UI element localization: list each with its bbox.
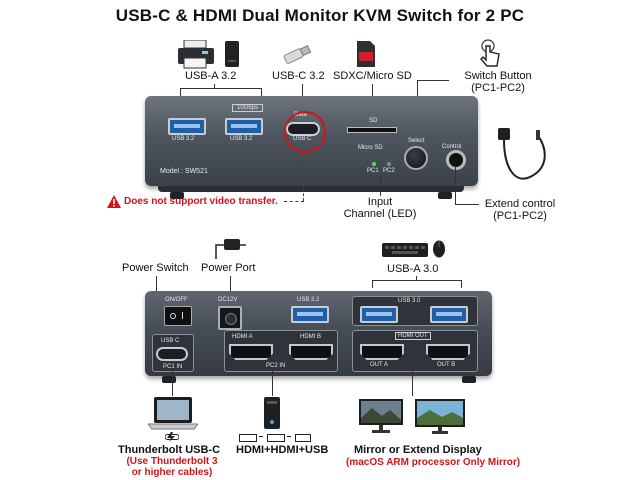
- speed-badge: 10Gbps: [232, 104, 264, 112]
- keyboard-icon: [382, 243, 428, 257]
- input-leader: [380, 176, 381, 196]
- front-foot-left: [170, 192, 184, 199]
- warning-icon: [107, 195, 121, 208]
- usb-stick-icon: [283, 45, 312, 64]
- thunderbolt-note: (Use Thunderbolt 3 or higher cables): [126, 456, 218, 478]
- tb-leader: [172, 370, 173, 396]
- usbc-highlight-circle: [284, 111, 326, 153]
- input-channel-label: Input Channel (LED): [343, 196, 417, 220]
- pc1-in-label: PC1 IN: [163, 364, 183, 370]
- out-leader: [412, 370, 413, 396]
- power-port-leader: [230, 276, 231, 298]
- micro-sd-label: Micro SD: [358, 145, 383, 151]
- select-label: Select: [408, 138, 425, 144]
- pc-tower-icon: [264, 397, 280, 429]
- hdmi-hdmi-usb-label: HDMI+HDMI+USB: [236, 444, 329, 456]
- thunderbolt-title: Thunderbolt USB-C: [118, 444, 221, 456]
- extend-leader-h: [455, 204, 479, 205]
- back-usb32-port[interactable]: [291, 306, 329, 323]
- power-adapter-icon: [498, 128, 546, 180]
- hard-drive-icon: [225, 41, 239, 67]
- switch-button-label: Switch Button (PC1-PC2): [464, 70, 532, 94]
- pc1-led: [372, 162, 376, 166]
- mirror-extend-title: Mirror or Extend Display: [354, 444, 482, 456]
- hdmi-out-b-port[interactable]: [426, 344, 470, 360]
- model-label: Model : SW521: [160, 168, 208, 175]
- usba-bracket: [180, 88, 262, 97]
- power-switch-label: Power Switch: [122, 262, 189, 274]
- hdmi-a-label: HDMI A: [232, 334, 253, 340]
- power-adapter-small-icon: [215, 239, 246, 259]
- video-warning-text: Does not support video transfer.: [124, 196, 278, 207]
- hdmi-b-label: HDMI B: [300, 334, 321, 340]
- front-usbc-port[interactable]: [286, 122, 320, 136]
- warning-dashed-leader: [284, 201, 304, 202]
- pc2-leader: [272, 370, 273, 396]
- hdmi-out-a-port[interactable]: [360, 344, 404, 360]
- back-foot-right: [462, 376, 476, 383]
- extend-control-label: Extend control (PC1-PC2): [484, 198, 556, 222]
- usba30-label: USB-A 3.0: [387, 263, 439, 275]
- front-usbc-label: USB C: [293, 136, 312, 142]
- front-usb32-port-1[interactable]: [168, 118, 206, 135]
- mouse-icon: [433, 240, 445, 258]
- pc2-in-label: PC2 IN: [266, 363, 286, 369]
- control-label: Control: [442, 144, 462, 150]
- back-usbc-port[interactable]: [156, 347, 188, 361]
- hdmi-in-b-port[interactable]: [289, 344, 333, 360]
- power-switch[interactable]: [164, 306, 192, 326]
- sd-slot-label: SD: [369, 118, 378, 124]
- sd-label: SDXC/Micro SD: [333, 70, 412, 82]
- onoff-label: ON/OFF: [165, 297, 188, 303]
- warning-dashed-leader-v: [303, 150, 304, 201]
- select-button[interactable]: [404, 146, 428, 170]
- usba30-bracket-stem: [416, 276, 417, 280]
- mirror-extend-note: (macOS ARM processor Only Mirror): [346, 457, 521, 468]
- out-a-label: OUT A: [370, 362, 388, 368]
- back-usbc-label: USB C: [161, 338, 180, 344]
- usba-bracket-stem: [214, 84, 215, 88]
- front-foot-right: [438, 192, 452, 199]
- back-foot-left: [162, 376, 176, 383]
- hdmi-hdmi-usb-icons: [239, 433, 311, 442]
- front-usb32-label-2: USB 3.2: [230, 136, 253, 142]
- out-b-label: OUT B: [437, 362, 456, 368]
- monitor-icon: [359, 399, 403, 433]
- sd-card-icon: [357, 41, 375, 67]
- usbc-label: USB-C 3.2: [272, 70, 325, 82]
- touch-icon: [480, 39, 500, 67]
- thunderbolt-icon: [165, 432, 179, 442]
- usba30-bracket: [372, 280, 462, 288]
- front-usb32-label-1: USB 3.2: [172, 136, 195, 142]
- switch-leader-h: [417, 80, 449, 81]
- usba-label: USB-A 3.2: [185, 70, 237, 82]
- monitor-icon: [415, 399, 465, 434]
- printer-icon: [178, 40, 214, 69]
- pc2-led: [387, 162, 391, 166]
- back-usb30-label: USB 3.0: [398, 298, 421, 304]
- sd-slot[interactable]: [347, 127, 397, 133]
- laptop-icon: [148, 397, 198, 430]
- extend-leader-v: [455, 166, 456, 204]
- hdmi-in-a-port[interactable]: [229, 344, 273, 360]
- power-switch-leader: [156, 276, 157, 298]
- back-usb30-port-1[interactable]: [360, 306, 398, 323]
- back-usb32-label: USB 3.2: [297, 297, 320, 303]
- control-jack[interactable]: [446, 150, 466, 170]
- page-title: USB-C & HDMI Dual Monitor KVM Switch for…: [115, 6, 525, 25]
- power-port-label: Power Port: [201, 262, 256, 274]
- dc-power-port[interactable]: [218, 306, 242, 330]
- pc2-led-label: PC2: [383, 168, 395, 174]
- pc1-led-label: PC1: [367, 168, 379, 174]
- back-usb30-port-2[interactable]: [430, 306, 468, 323]
- front-base: [158, 186, 464, 192]
- hdmi-out-label: HDMI OUT: [395, 332, 431, 340]
- dc-label: DC12V: [218, 297, 238, 303]
- front-usb32-port-2[interactable]: [225, 118, 263, 135]
